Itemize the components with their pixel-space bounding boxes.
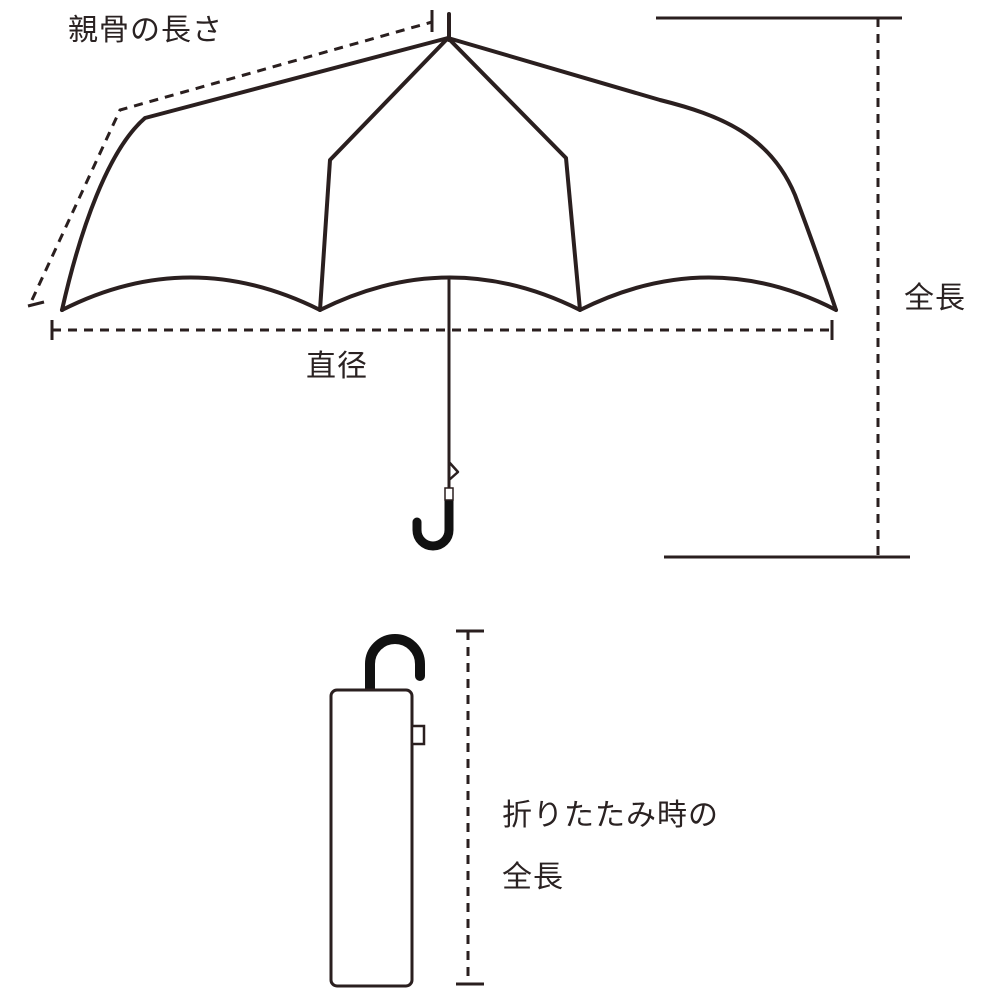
j-handle xyxy=(412,493,454,551)
folded-length-label: 折りたたみ時の 全長 xyxy=(502,785,719,909)
right-panel-seam xyxy=(446,36,582,312)
diameter-label: 直径 xyxy=(306,349,368,384)
dimension-lines xyxy=(27,10,910,559)
folded-length-label-line2: 全長 xyxy=(502,860,564,895)
folded-umbrella xyxy=(329,629,484,988)
rib-length-label: 親骨の長さ xyxy=(68,13,223,48)
folded-case xyxy=(329,688,414,988)
strap-button xyxy=(410,724,426,746)
open-umbrella xyxy=(60,12,838,492)
left-panel-seam xyxy=(318,36,450,312)
folded-handle xyxy=(365,634,425,695)
handle-collar xyxy=(444,487,454,501)
folded-length-label-line1: 折りたたみ時の xyxy=(502,798,719,833)
canopy-outline xyxy=(60,36,838,312)
runner-notch xyxy=(447,460,460,482)
rib-length-dimension xyxy=(30,20,433,301)
canopy-hem xyxy=(60,275,838,312)
total-length-label: 全長 xyxy=(904,281,966,316)
